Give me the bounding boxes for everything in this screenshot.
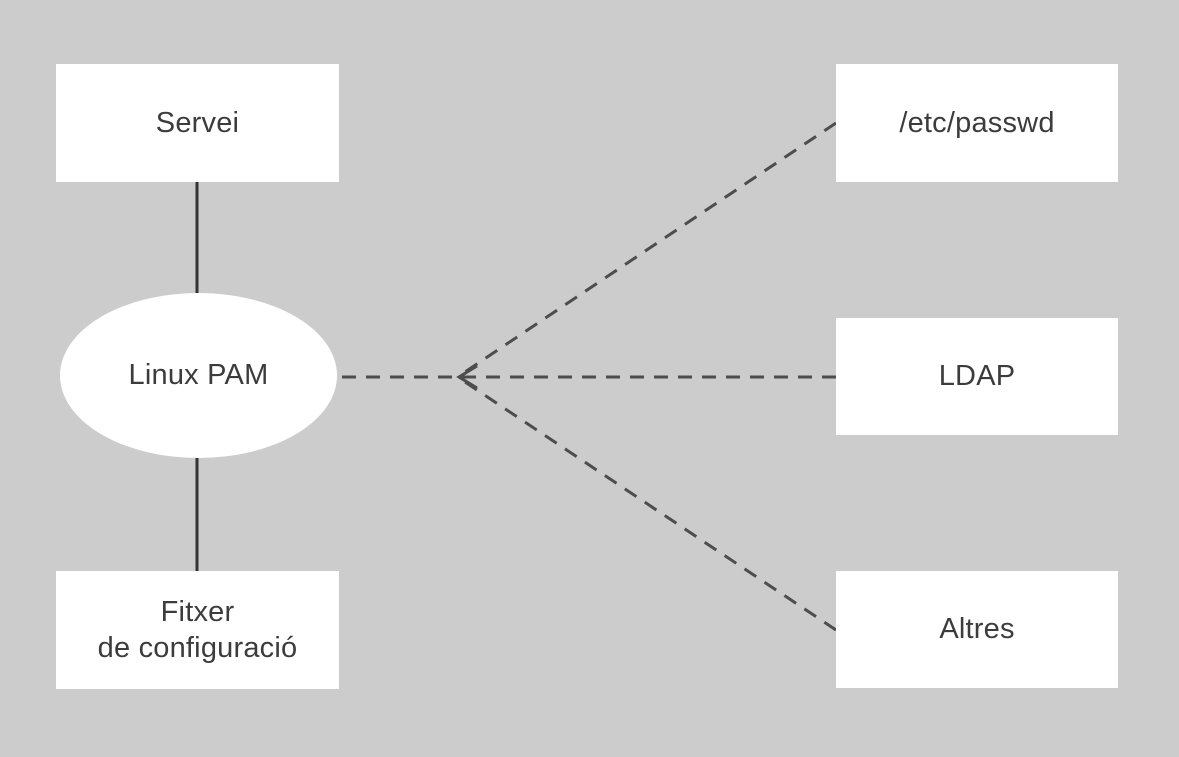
node-linux-pam-label: Linux PAM	[128, 359, 269, 392]
edge-altres-to-junction	[461, 378, 837, 632]
node-linux-pam[interactable]: Linux PAM	[60, 293, 337, 458]
node-altres-label: Altres	[939, 613, 1015, 646]
node-config-file-label: Fitxer de configuració	[97, 595, 298, 664]
node-ldap-label: LDAP	[938, 360, 1016, 393]
node-servei-label: Servei	[155, 106, 240, 139]
node-etc-passwd-label: /etc/passwd	[899, 106, 1055, 139]
node-etc-passwd[interactable]: /etc/passwd	[836, 64, 1118, 182]
node-altres[interactable]: Altres	[836, 571, 1118, 688]
edge-etc-passwd-to-junction	[461, 121, 837, 376]
junction-arrowhead-icon	[456, 364, 478, 390]
node-config-file[interactable]: Fitxer de configuració	[56, 571, 339, 689]
node-servei[interactable]: Servei	[56, 64, 339, 182]
node-ldap[interactable]: LDAP	[836, 318, 1118, 435]
